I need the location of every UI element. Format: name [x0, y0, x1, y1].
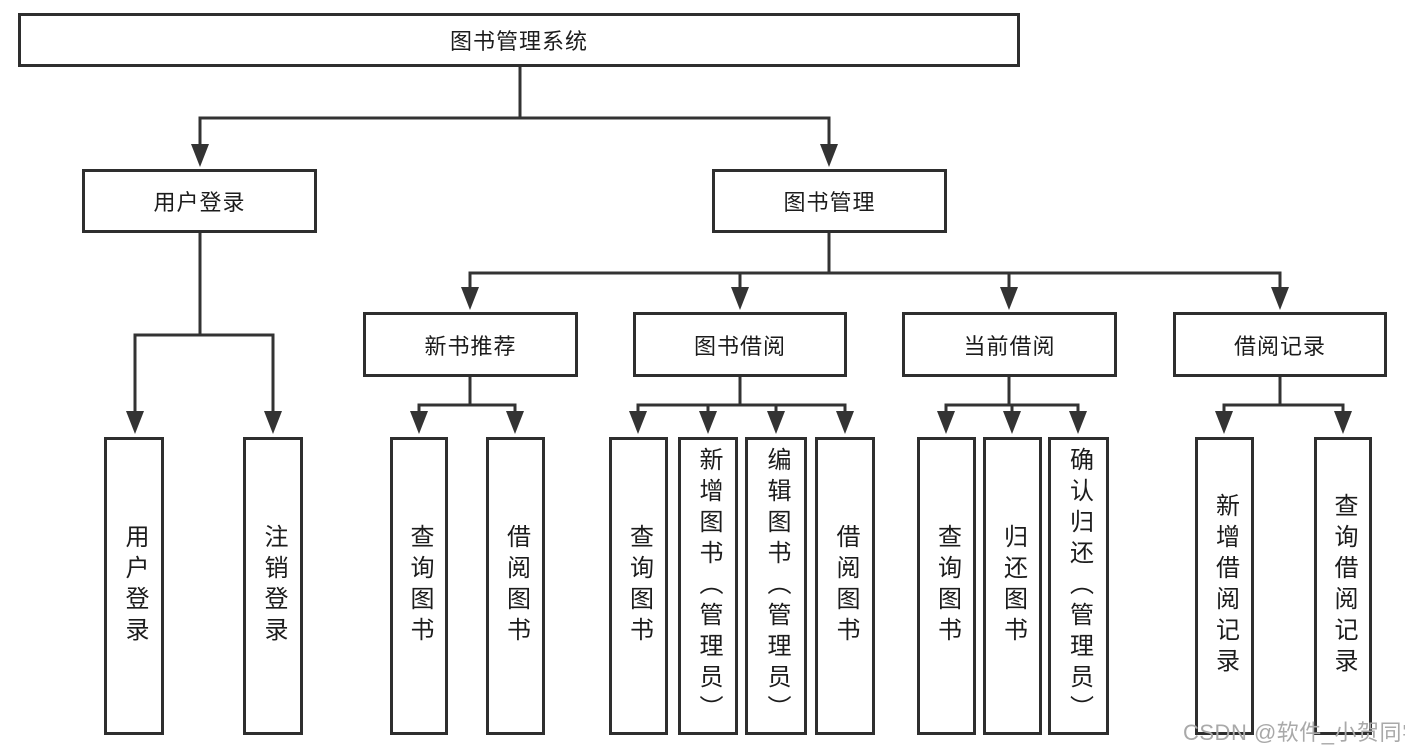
leaf-borrow-books-borrowing: 借阅图书	[815, 437, 875, 735]
leaf-return-books: 归还图书	[983, 437, 1042, 735]
leaf-query-borrow-record-label: 查询借阅记录	[1330, 493, 1357, 679]
connector-root-to-level2	[198, 65, 831, 155]
leaf-query-books-borrowing: 查询图书	[609, 437, 668, 735]
arrowheads-level4	[410, 411, 1352, 434]
node-user-login-label: 用户登录	[153, 190, 246, 215]
leaf-query-books-current-label: 查询图书	[933, 524, 961, 648]
leaf-edit-books-admin-label: 编辑图书（管理员）	[763, 446, 790, 726]
arrowheads-level2	[191, 144, 838, 167]
leaf-query-borrow-record: 查询借阅记录	[1314, 437, 1372, 735]
leaf-confirm-return-admin-label: 确认归还（管理员）	[1065, 446, 1093, 726]
leaf-add-borrow-record-label: 新增借阅记录	[1211, 493, 1239, 679]
csdn-watermark: CSDN @软件_小贺同学	[1183, 720, 1405, 745]
leaf-query-books-recommend: 查询图书	[390, 437, 448, 735]
node-borrowing-records: 借阅记录	[1173, 312, 1387, 377]
leaf-logout: 注销登录	[243, 437, 303, 735]
leaf-query-books-recommend-label: 查询图书	[406, 524, 433, 648]
node-book-borrowing-label: 图书借阅	[693, 333, 786, 359]
leaf-query-books-current: 查询图书	[917, 437, 976, 735]
leaf-user-login-label: 用户登录	[121, 524, 148, 648]
leaf-return-books-label: 归还图书	[999, 524, 1027, 648]
node-new-book-recommend-label: 新书推荐	[424, 333, 517, 359]
leaf-confirm-return-admin: 确认归还（管理员）	[1048, 437, 1109, 735]
node-current-borrowing: 当前借阅	[902, 312, 1117, 377]
connector-records-to-leaves	[1222, 375, 1345, 422]
connector-bookmgmt-to-level3	[468, 231, 1282, 298]
arrowheads-userlogin-leaves	[126, 411, 282, 434]
leaf-query-books-borrowing-label: 查询图书	[625, 524, 653, 648]
leaf-borrow-books-borrowing-label: 借阅图书	[832, 524, 859, 648]
connector-userlogin-to-leaves	[133, 231, 275, 422]
leaf-user-login: 用户登录	[104, 437, 164, 735]
node-user-login: 用户登录	[82, 169, 317, 233]
leaf-logout-label: 注销登录	[260, 524, 287, 648]
node-new-book-recommend: 新书推荐	[363, 312, 578, 377]
leaf-add-books-admin-label: 新增图书（管理员）	[695, 446, 722, 726]
node-root-label: 图书管理系统	[449, 29, 588, 54]
leaf-borrow-books-recommend: 借阅图书	[486, 437, 545, 735]
leaf-add-books-admin: 新增图书（管理员）	[678, 437, 738, 735]
leaf-edit-books-admin: 编辑图书（管理员）	[745, 437, 807, 735]
node-current-borrowing-label: 当前借阅	[963, 333, 1056, 359]
node-book-borrowing: 图书借阅	[633, 312, 847, 377]
leaf-borrow-books-recommend-label: 借阅图书	[502, 524, 530, 648]
node-root: 图书管理系统	[18, 13, 1020, 67]
node-borrowing-records-label: 借阅记录	[1233, 333, 1326, 359]
arrowheads-level3	[461, 287, 1289, 310]
connector-newrec-to-leaves	[417, 375, 517, 422]
node-book-management: 图书管理	[712, 169, 947, 233]
connector-borrow-to-leaves	[636, 375, 847, 422]
node-book-management-label: 图书管理	[783, 190, 876, 215]
leaf-add-borrow-record: 新增借阅记录	[1195, 437, 1254, 735]
